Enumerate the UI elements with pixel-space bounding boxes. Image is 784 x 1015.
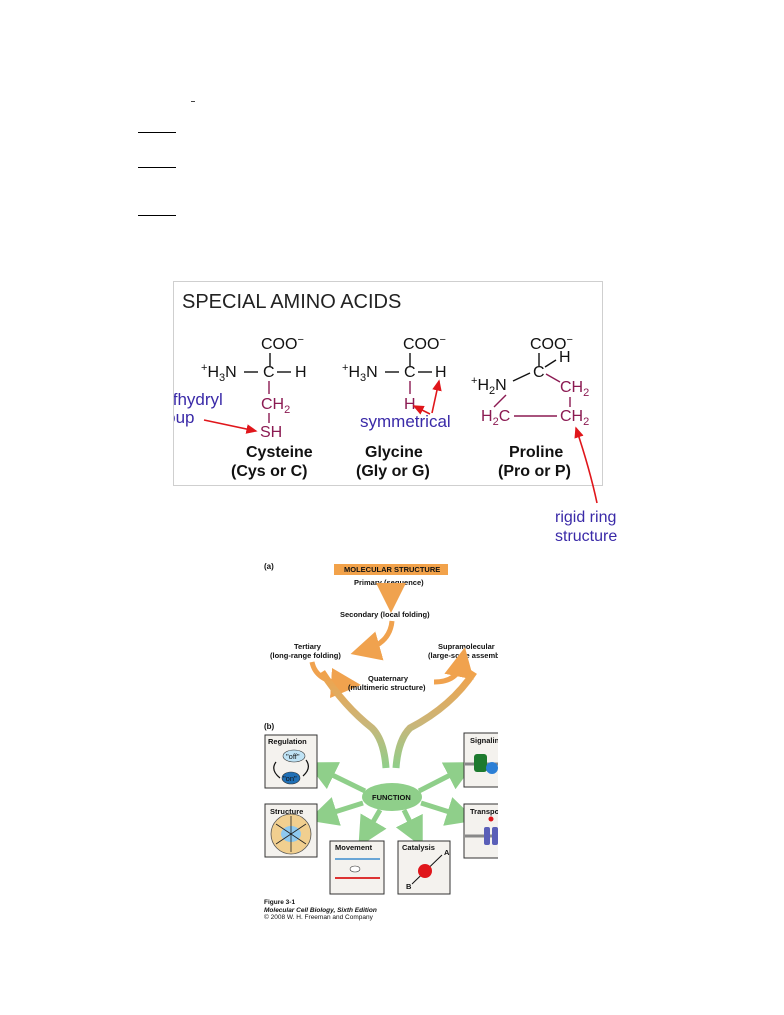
svg-text:H: H [559, 349, 571, 366]
function-label: FUNCTION [372, 793, 411, 802]
quaternary-label: Quaternary [368, 674, 409, 683]
proline-name: Proline [509, 444, 563, 461]
panel-title: SPECIAL AMINO ACIDS [182, 291, 401, 313]
symmetrical-arrow-2 [431, 379, 442, 414]
answer-line-1 [138, 132, 176, 133]
glycine-structure: COO− +H3N C H H Glycine (Gly or G) [342, 334, 447, 480]
sulfhydryl-arrow [203, 419, 258, 434]
special-amino-acids-panel: SPECIAL AMINO ACIDS COO− +H3N C H CH2 SH… [173, 281, 603, 486]
glycine-abbrev: (Gly or G) [356, 463, 430, 480]
answer-line-3 [138, 215, 176, 216]
top-dash-mark [191, 101, 195, 102]
tertiary-label: Tertiary [294, 642, 322, 651]
rigid-ring-label: rigid ring structure [555, 509, 618, 545]
svg-text:CH2: CH2 [560, 379, 589, 399]
svg-text:C: C [263, 364, 275, 381]
svg-text:H: H [435, 364, 447, 381]
sulfhydryl-label-2: group [174, 408, 194, 427]
svg-text:H: H [404, 396, 416, 413]
supramolecular-label: Supramolecular [438, 642, 495, 651]
svg-text:+H3N: +H3N [342, 362, 378, 384]
primary-label: Primary (sequence) [354, 578, 424, 587]
svg-text:CH2: CH2 [560, 408, 589, 428]
svg-text:C: C [404, 364, 416, 381]
svg-text:COO−: COO− [530, 334, 573, 353]
molecular-structure-header: MOLECULAR STRUCTURE [344, 565, 440, 574]
signaling-label: Signaling [470, 736, 498, 745]
svg-text:"off": "off" [286, 752, 300, 761]
symmetrical-arrow-1 [412, 405, 431, 415]
structure-label: Structure [270, 807, 303, 816]
cysteine-structure: COO− +H3N C H CH2 SH Cysteine (Cys or C) [201, 334, 313, 480]
part-b-label: (b) [264, 722, 275, 731]
svg-text:COO−: COO− [261, 334, 304, 353]
transport-label: Transport [470, 807, 498, 816]
regulation-label: Regulation [268, 737, 307, 746]
part-a-label: (a) [264, 562, 274, 571]
sulfhydryl-label: sulfhydryl [174, 390, 223, 409]
cysteine-name: Cysteine [246, 444, 313, 461]
svg-text:H: H [295, 364, 307, 381]
svg-text:C: C [533, 364, 545, 381]
svg-text:"on": "on" [283, 774, 297, 783]
svg-text:+H3N: +H3N [201, 362, 237, 384]
quaternary-sub-label: (multimeric structure) [348, 683, 426, 692]
movement-label: Movement [335, 843, 373, 852]
svg-text:H2C: H2C [481, 408, 510, 428]
secondary-label: Secondary (local folding) [340, 610, 430, 619]
figure-caption: Figure 3-1 Molecular Cell Biology, Sixth… [264, 899, 377, 921]
svg-text:CH2: CH2 [261, 396, 290, 416]
tertiary-sub-label: (long-range folding) [270, 651, 341, 660]
proline-structure: COO− C H +H2N CH2 H2C CH2 Proline (Pro o… [471, 334, 589, 480]
supramolecular-sub-label: (large-scale assembly) [428, 651, 498, 660]
amino-acid-structures: SPECIAL AMINO ACIDS COO− +H3N C H CH2 SH… [174, 291, 589, 480]
svg-text:+H2N: +H2N [471, 375, 507, 397]
svg-text:COO−: COO− [403, 334, 446, 353]
proline-abbrev: (Pro or P) [498, 463, 571, 480]
answer-line-2 [138, 167, 176, 168]
svg-text:SH: SH [260, 424, 282, 441]
protein-structure-function-figure: (a) MOLECULAR STRUCTURE Primary (sequenc… [262, 558, 498, 928]
cysteine-abbrev: (Cys or C) [231, 463, 307, 480]
glycine-name: Glycine [365, 444, 423, 461]
svg-text:A: A [444, 848, 450, 857]
symmetrical-label: symmetrical [360, 412, 451, 431]
catalysis-label: Catalysis [402, 843, 435, 852]
svg-text:B: B [406, 882, 412, 891]
